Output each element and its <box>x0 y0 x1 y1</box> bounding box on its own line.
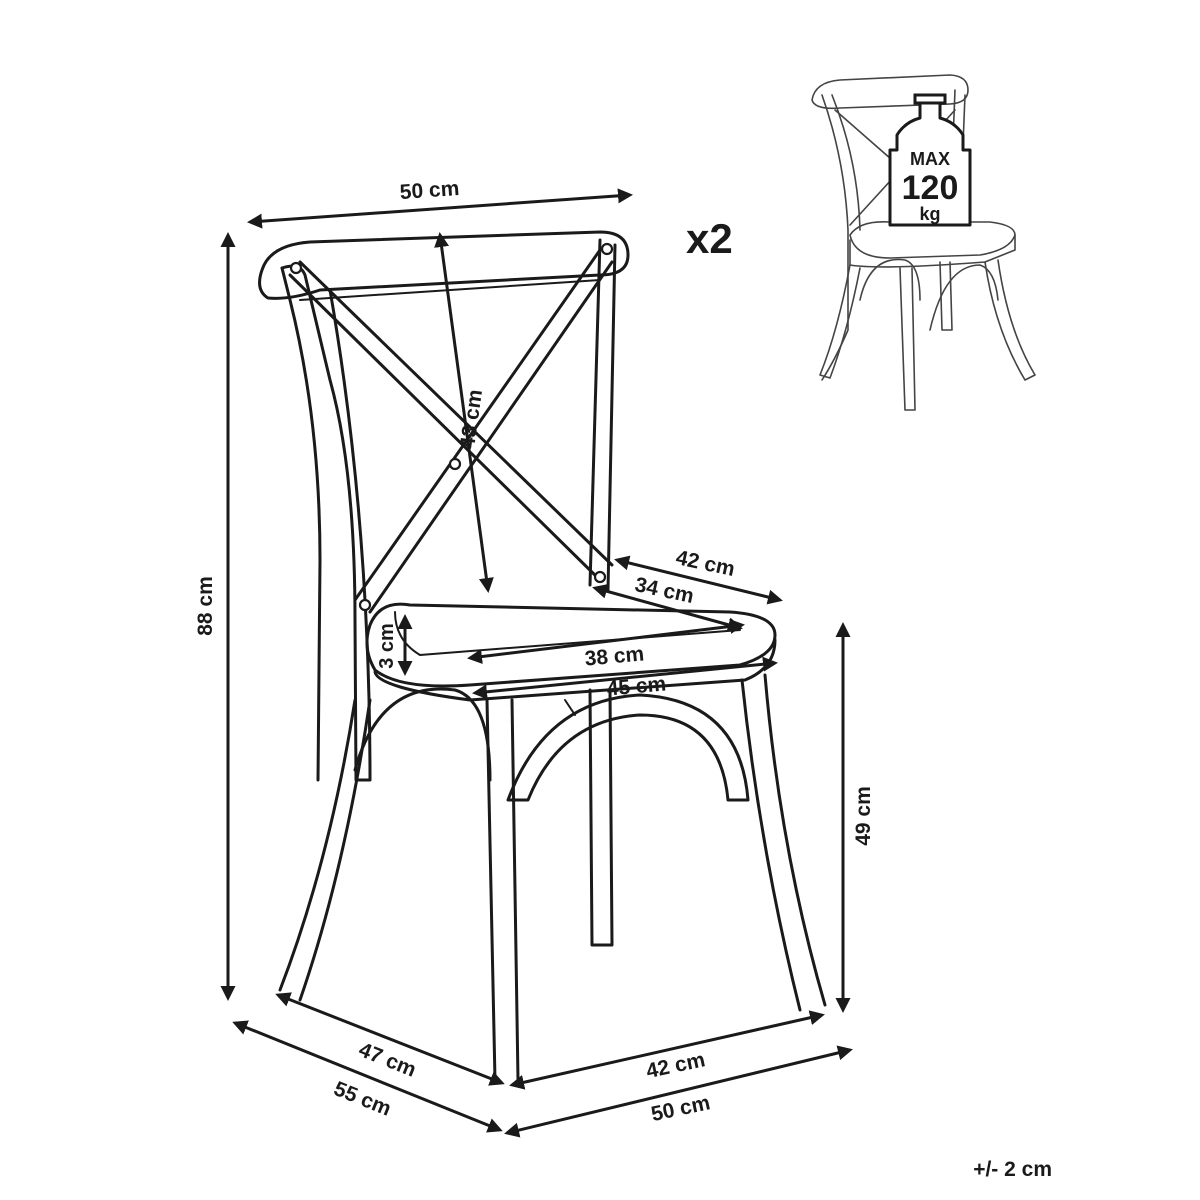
label-seat-thickness: 3 cm <box>376 623 398 669</box>
chair-drawing <box>258 230 827 1082</box>
tolerance-note: +/- 2 cm <box>973 1158 1052 1181</box>
label-seat-width-inner: 38 cm <box>584 642 645 670</box>
quantity-label: x2 <box>686 215 733 262</box>
weight-icon: MAX 120 kg <box>888 93 972 227</box>
weight-unit: kg <box>919 204 940 224</box>
weight-max-label: MAX <box>910 149 950 169</box>
dimension-lines <box>220 188 853 1138</box>
label-height-total: 88 cm <box>194 576 217 636</box>
label-seat-width-outer: 45 cm <box>606 672 667 700</box>
thumbnail-chair <box>811 74 1036 411</box>
label-seat-height: 49 cm <box>852 786 875 846</box>
weight-value: 120 <box>902 169 959 207</box>
label-top-width: 50 cm <box>399 177 460 204</box>
